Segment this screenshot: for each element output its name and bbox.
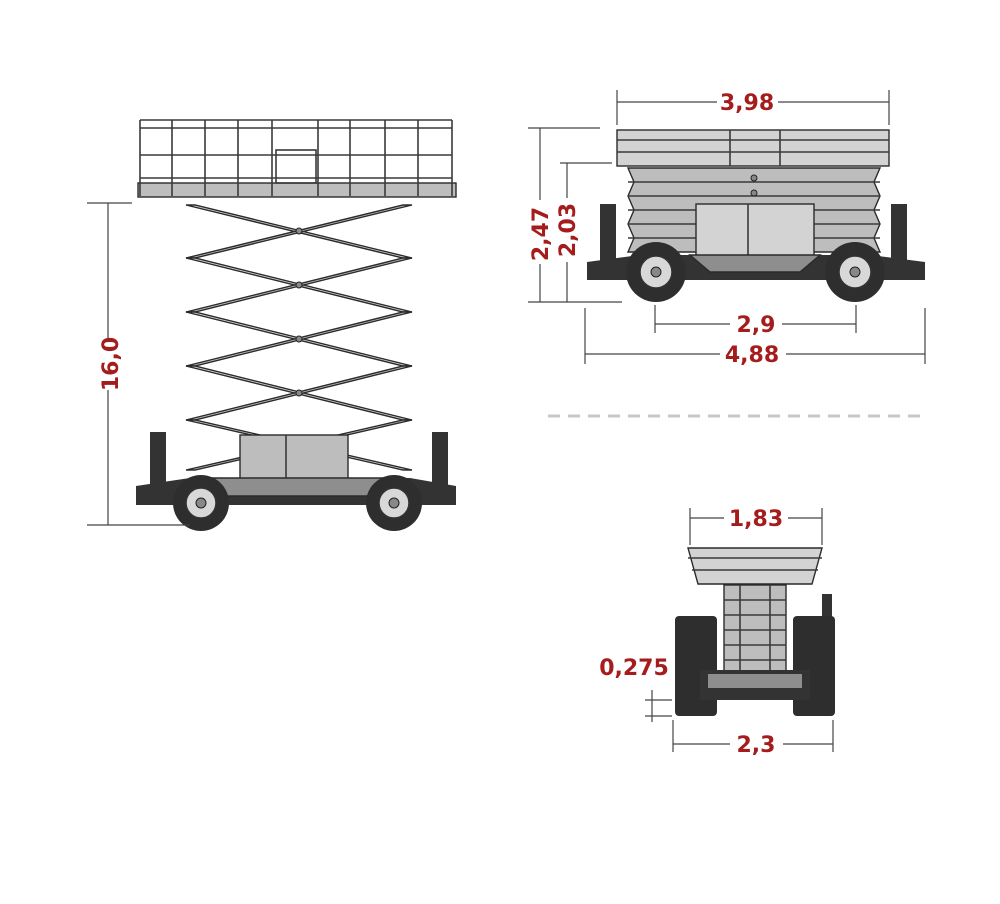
stowed-platform — [616, 129, 890, 167]
ground-clearance-label: 0,275 — [599, 656, 669, 681]
wheelbase-dimension: 2,9 — [654, 305, 857, 338]
overall-height-dimension: 2,47 — [528, 127, 622, 303]
end-view: 1,83 0,275 2,3 — [599, 507, 835, 758]
platform-length-dimension: 3,98 — [616, 90, 890, 125]
end-platform — [687, 547, 823, 585]
platform-width-label: 1,83 — [729, 507, 783, 532]
platform-height-dimension: 16,0 — [87, 202, 190, 526]
stowed-height-dimension: 2,03 — [556, 162, 612, 302]
stowed-wheels — [626, 242, 885, 302]
end-chassis — [675, 594, 835, 716]
end-scissor-column — [723, 584, 787, 672]
platform-width-dimension: 1,83 — [689, 507, 823, 545]
ground-clearance-dimension: 0,275 — [599, 656, 672, 722]
stowed-height-label: 2,03 — [556, 203, 581, 257]
side-view-stowed: 3,98 2,47 2,03 2,9 — [528, 90, 926, 368]
side-view-elevated: 16,0 — [87, 119, 457, 531]
platform-height-label: 16,0 — [99, 337, 124, 391]
side-wheels — [173, 475, 422, 531]
platform-guardrail — [137, 119, 457, 198]
scissor-arms — [185, 204, 413, 471]
overall-width-label: 2,3 — [737, 733, 776, 758]
overall-length-dimension: 4,88 — [584, 308, 926, 368]
platform-length-label: 3,98 — [720, 91, 774, 116]
overall-height-label: 2,47 — [529, 207, 554, 261]
overall-length-label: 4,88 — [725, 343, 779, 368]
wheelbase-label: 2,9 — [737, 313, 776, 338]
overall-width-dimension: 2,3 — [672, 720, 834, 758]
